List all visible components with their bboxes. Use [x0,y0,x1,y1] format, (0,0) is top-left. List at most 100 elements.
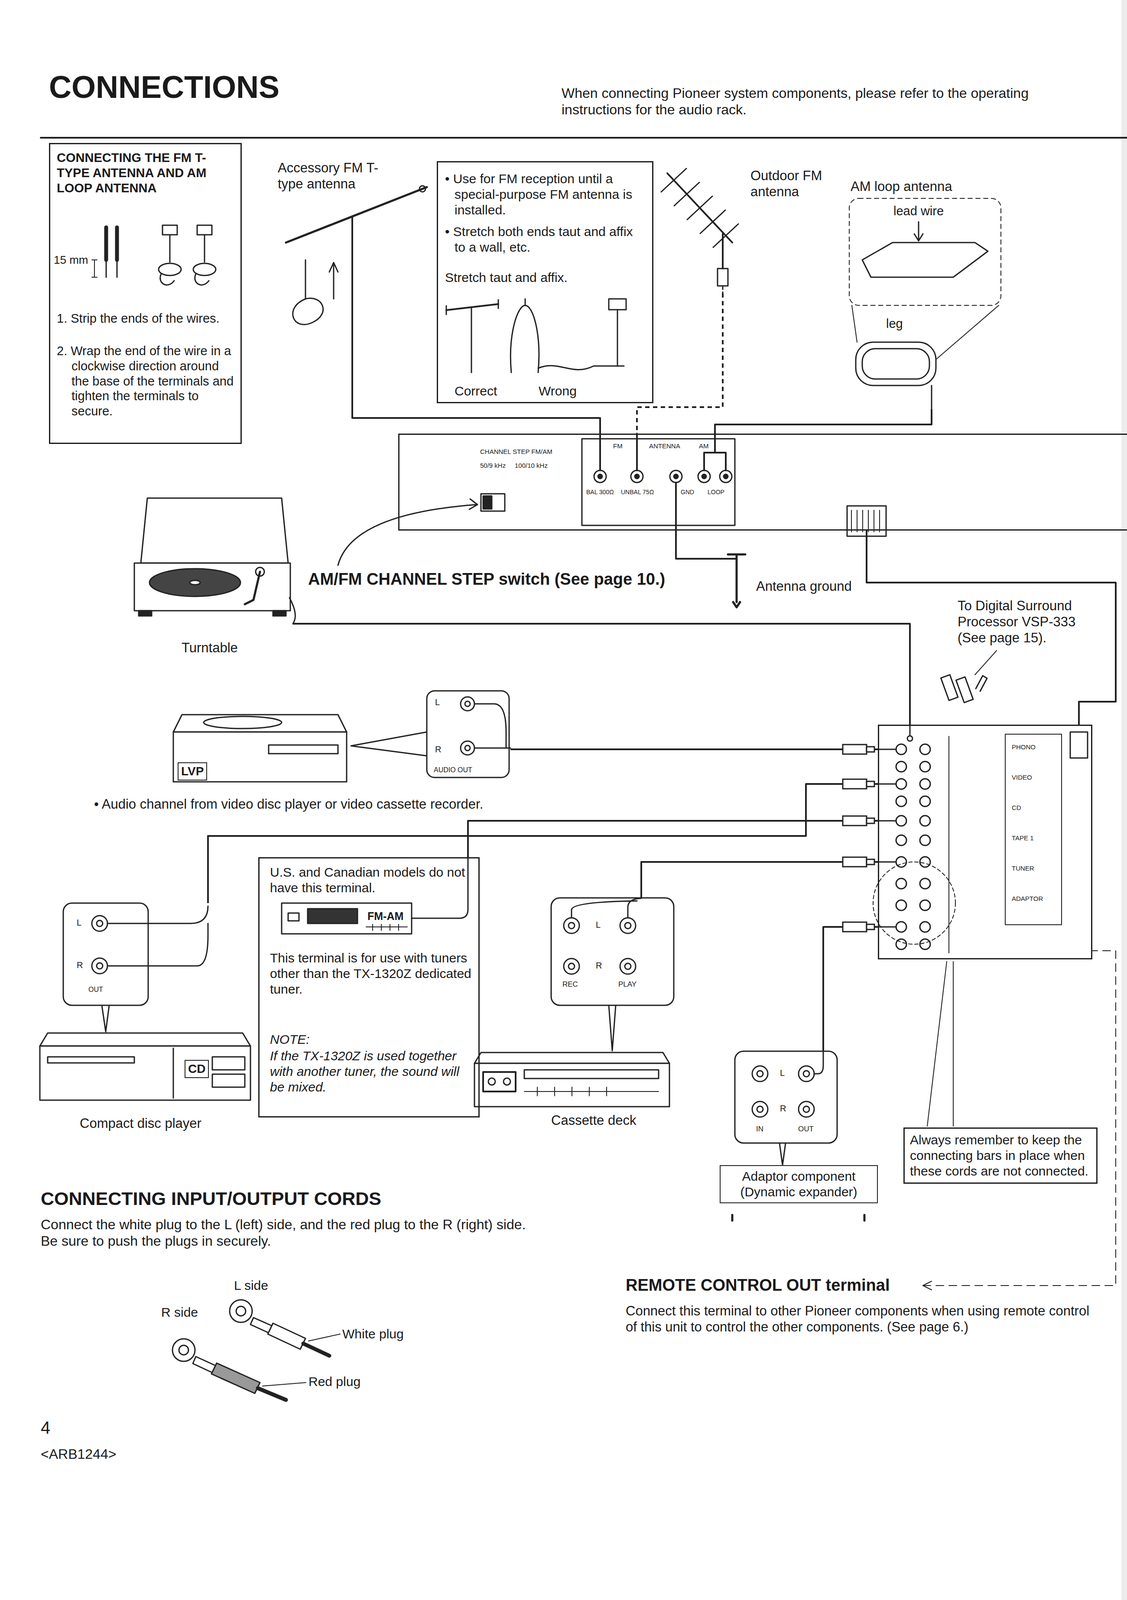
note-box: • Use for FM reception until a special-p… [436,161,654,404]
t-antenna-figure [329,262,338,299]
page-number: 4 [40,1417,51,1439]
cd-player-figure [96,920,103,927]
note-text: If the TX-1320Z is used together with an… [269,1048,472,1096]
antenna-wire [714,409,932,434]
cord-plugs [866,747,875,753]
terminal-figure [193,263,216,276]
note-text: • Audio channel from video disc player o… [94,796,484,813]
terminal-figure [194,273,209,286]
note-text: Correct [454,383,497,400]
cassette-deck-figure [503,1078,511,1086]
cassette-deck-figure [568,963,575,970]
cd-player: LROUTCDCompact disc player [40,903,254,1137]
amplifier-jacks-figure [877,749,897,928]
note-box: U.S. and Canadian models do not have thi… [258,857,480,1118]
jack-label: Compact disc player [79,1115,202,1132]
tuner-terminal-figure [634,474,640,479]
amplifier-jacks-figure [919,744,931,755]
cord-plugs [842,744,867,755]
callout-label: AM/FM CHANNEL STEP switch (See page 10.) [308,569,666,590]
fm-am-terminal-figure [281,903,412,935]
cd-player-figure [101,1005,110,1033]
jack-label: AUDIO OUT [433,766,473,775]
jack-label: R [76,960,83,971]
cassette-deck-figure [620,958,636,975]
am-loop-antenna-figure [931,385,933,410]
cassette-deck: LRRECPLAYCassette deck [489,898,674,1134]
adaptor-figure [803,1071,810,1078]
antenna-mounting-figure [608,298,627,310]
plug-figure [262,1383,306,1387]
panel-marking: BAL 300Ω [586,488,614,497]
yagi-antenna-figure [661,168,739,248]
plug-figure [267,1323,306,1350]
leader-lines [922,951,1116,1291]
part-label: R side [161,1305,199,1321]
note-text: • Use for FM reception until a special-p… [444,171,647,218]
amplifier-jacks-figure [896,815,907,827]
tuner-terminal-figure [483,496,492,510]
amplifier-jacks-figure [919,878,931,890]
stripped-wire-figure [91,227,117,278]
video-disc-player-figure [460,697,475,712]
am-loop-antenna-figure [849,198,1001,410]
vsp-plug-figure [955,677,973,703]
panel-marking: TUNER [1011,864,1035,873]
antenna-wire [352,344,601,434]
adaptor-figure [779,1143,786,1166]
am-loop-antenna-figure [862,348,930,380]
antenna-mounting-figure [446,304,499,311]
tuner-terminal-figure [673,474,679,479]
instruction-text: CONNECTING THE FM T-TYPE ANTENNA AND AM … [56,150,234,196]
amplifier-jacks-figure [919,779,931,790]
section-heading: CONNECTING INPUT/OUTPUT CORDS [40,1188,382,1211]
cassette-deck-figure [551,898,674,1006]
yagi-antenna-figure [722,285,724,294]
tuner-rear-panel: CHANNEL STEP FM/AM50/9 kHz100/10 kHzFMAN… [398,433,1127,531]
cord-plugs [842,779,867,790]
plug-figure [257,1388,286,1401]
antenna-mounting-figure [446,299,499,315]
video-disc-player-figure [350,732,427,757]
jack-label: REC [562,980,579,990]
turntable-figure [189,580,201,585]
plug-figure [211,1363,260,1394]
vsp-plug-figure [974,650,997,676]
part-label: Red plug [308,1374,361,1391]
leader-lines [922,951,1116,1287]
connection-cord [823,927,878,1052]
t-antenna-figure [419,185,426,192]
jack-label: OUT [798,1125,814,1134]
am-loop-antenna-figure [862,242,988,278]
cassette-deck-figure [524,1070,659,1079]
cassette-deck-figure [563,918,580,934]
amplifier-jacks-figure [896,900,907,911]
amplifier-jacks-figure [919,922,931,933]
antenna: Accessory FM T-type antenna [277,153,432,345]
panel-marking: CD [1011,804,1022,812]
note-text: FM-AM [367,909,404,923]
plug-figure [308,1334,341,1342]
amplifier-jacks-figure [907,736,913,742]
turntable-figure [134,498,296,624]
amplifier-jacks-figure [919,939,931,950]
amplifier-jacks-figure [1070,732,1088,759]
cord-plugs [842,744,875,933]
antenna-caption: leg [886,316,903,332]
am-loop-antenna-figure [849,198,1001,306]
antenna-mounting-figure [470,307,473,373]
cd-player-figure [172,1048,175,1099]
cord-plugs [866,924,875,930]
callout-label: To Digital Surround Processor VSP-333 (S… [957,597,1088,647]
jack-label: L [435,697,440,708]
video-disc-player-figure [173,732,347,783]
turntable-figure [149,568,241,597]
yagi-antenna-figure [661,168,739,294]
video-disc-player-figure [173,714,347,733]
turntable-figure [272,610,286,617]
jack-label: LVP [177,762,208,781]
cord-plugs [866,818,875,824]
jack-label: Adaptor component (Dynamic expander) [719,1165,878,1204]
jack-label: IN [756,1125,764,1134]
